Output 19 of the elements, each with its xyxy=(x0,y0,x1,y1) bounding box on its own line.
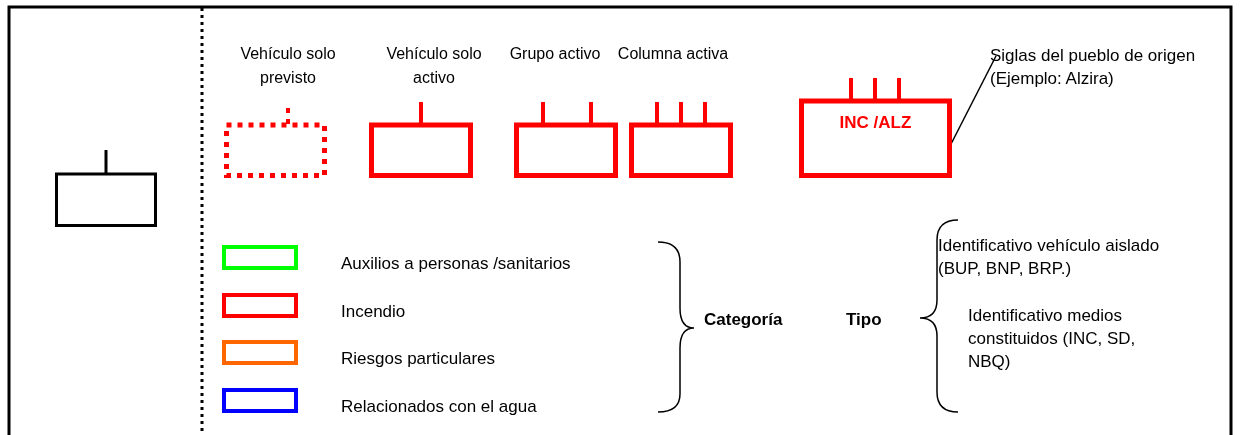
annotation-text: Siglas del pueblo de origen (Ejemplo: Alzira) xyxy=(990,44,1210,90)
symbol-caption: Vehículo solo activo xyxy=(385,44,483,88)
category-heading: Categoría xyxy=(704,309,784,331)
symbol-caption: Columna activa xyxy=(616,44,730,64)
type-description: Identificativo vehículo aislado (BUP, BNP, BRP.) xyxy=(938,235,1161,280)
type-heading: Tipo xyxy=(846,309,883,331)
vehicle-symbol xyxy=(629,102,733,178)
symbol-caption: Vehículo solo previsto xyxy=(239,44,337,88)
type-description: Identificativo medios constituidos (INC, SD, NBQ) xyxy=(968,305,1137,373)
symbol-code: INC /ALZ xyxy=(838,113,913,133)
legend-label: Relacionados con el agua xyxy=(341,396,537,417)
vehicle-symbol xyxy=(799,78,952,178)
vehicle-symbol xyxy=(369,102,473,178)
legend-label: Riesgos particulares xyxy=(341,349,495,369)
legend-label: Auxilios a personas /sanitarios xyxy=(341,254,571,274)
legend-label: Incendio xyxy=(341,301,406,322)
vehicle-symbol xyxy=(514,102,618,178)
symbol-caption: Grupo activo xyxy=(508,44,602,64)
vehicle-symbol xyxy=(55,150,157,227)
